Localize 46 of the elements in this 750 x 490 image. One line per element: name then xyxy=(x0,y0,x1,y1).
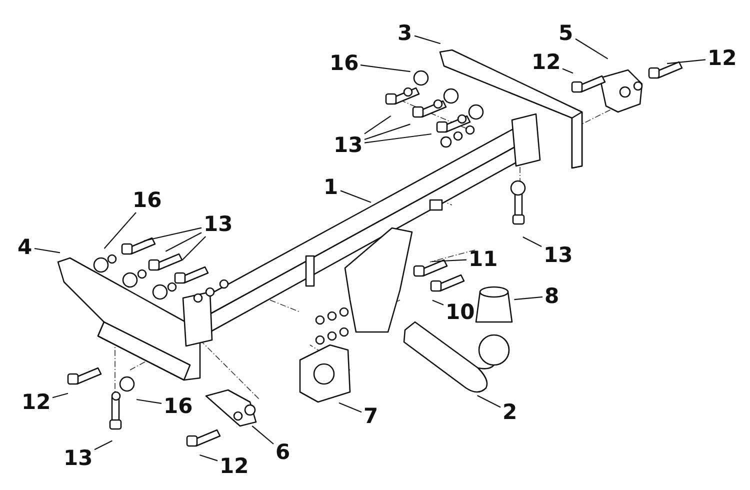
callout-number: 13 xyxy=(334,134,363,156)
leader-line xyxy=(144,227,202,242)
callout-number: 7 xyxy=(364,406,378,426)
leader-line xyxy=(667,59,706,64)
callout-number: 13 xyxy=(544,244,573,266)
leader-line xyxy=(364,124,410,140)
callout-number: 10 xyxy=(446,302,475,322)
leader-line xyxy=(477,395,501,408)
leader-line xyxy=(340,190,372,203)
callout-number: 2 xyxy=(502,402,518,422)
leader-line xyxy=(94,440,112,450)
leader-line xyxy=(514,296,543,300)
leader-line xyxy=(414,35,441,44)
leader-line xyxy=(165,232,202,252)
leader-line xyxy=(200,454,218,462)
callout-number: 11 xyxy=(468,248,498,270)
callout-number: 13 xyxy=(64,448,93,468)
leader-line xyxy=(252,425,274,444)
leader-line xyxy=(52,392,68,398)
leader-line xyxy=(136,398,162,404)
callout-number: 16 xyxy=(164,396,193,416)
leader-line xyxy=(104,212,136,249)
leader-line xyxy=(562,68,574,74)
callout-number: 12 xyxy=(22,392,51,412)
callout-number: 13 xyxy=(204,214,233,234)
callout-number: 3 xyxy=(398,22,412,44)
callout-number: 12 xyxy=(708,48,737,68)
leader-line xyxy=(34,248,60,254)
callout-number: 5 xyxy=(558,22,574,44)
callout-number: 8 xyxy=(544,286,560,306)
leader-line xyxy=(364,133,432,144)
leader-line xyxy=(360,64,410,72)
leader-line xyxy=(182,236,206,260)
callout-number: 1 xyxy=(324,176,338,198)
callout-number: 4 xyxy=(18,236,32,258)
leader-line xyxy=(432,259,467,262)
leader-line xyxy=(432,300,444,306)
leader-line xyxy=(575,38,608,60)
callout-number: 16 xyxy=(132,190,162,210)
callout-number: 16 xyxy=(330,52,359,74)
leader-line xyxy=(522,236,542,247)
leader-line xyxy=(338,402,362,413)
callout-number: 12 xyxy=(220,456,249,476)
callout-number: 12 xyxy=(532,52,561,72)
callout-number: 6 xyxy=(276,442,290,462)
leader-line xyxy=(364,115,392,134)
